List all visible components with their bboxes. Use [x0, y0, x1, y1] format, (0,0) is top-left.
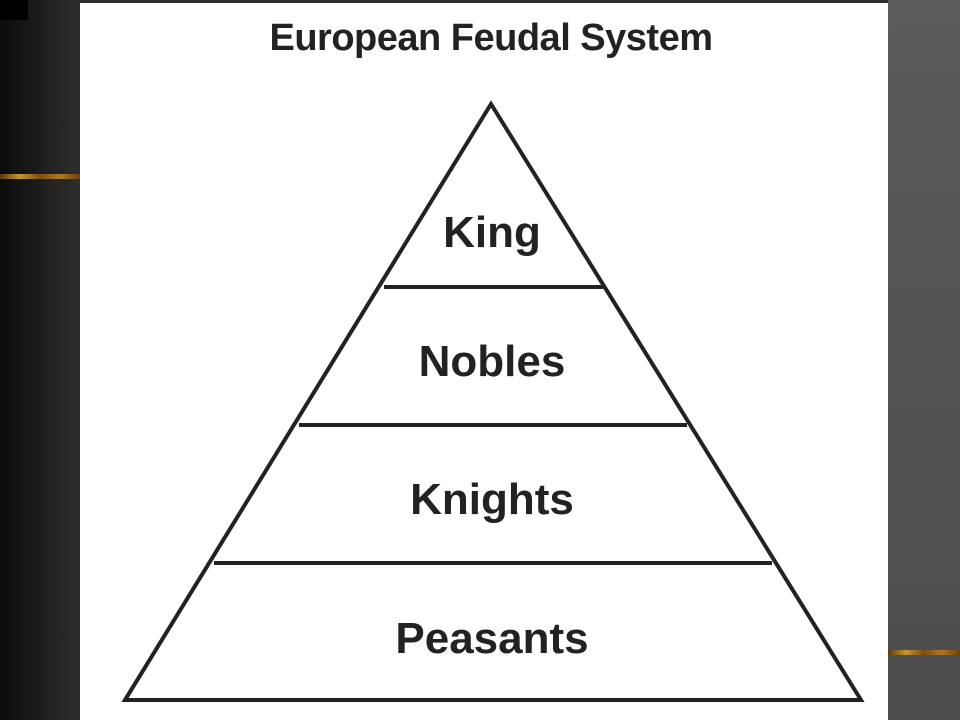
pyramid-outline: [121, 100, 865, 702]
tier-label-nobles: Nobles: [419, 337, 566, 386]
tier-label-knights: Knights: [410, 475, 574, 524]
tier-label-peasants: Peasants: [395, 614, 588, 663]
diagram-title: European Feudal System: [269, 17, 713, 59]
accent-stripe-right: [888, 650, 960, 655]
slide-canvas: European Feudal System King Nobles Knigh…: [80, 3, 888, 720]
corner-block: [0, 0, 28, 20]
frame-right-panel: [888, 0, 960, 720]
feudal-pyramid: King Nobles Knights Peasants: [121, 100, 865, 702]
tier-label-king: King: [443, 208, 541, 257]
accent-stripe-left: [0, 174, 80, 179]
